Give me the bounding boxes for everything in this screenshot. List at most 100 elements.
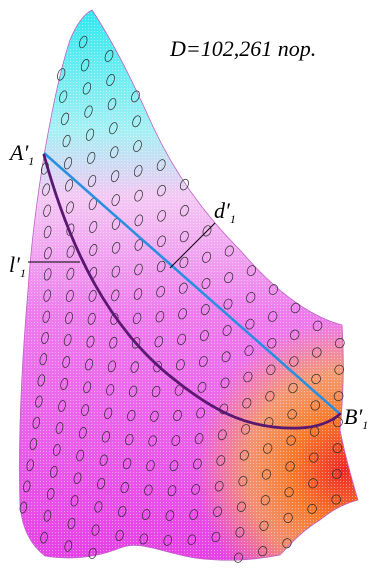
surface-ellipse (134, 214, 144, 227)
surface-ellipse (109, 122, 118, 135)
surface-ellipse (41, 331, 49, 345)
surface-ellipse (63, 157, 73, 170)
surface-ellipse (179, 230, 189, 243)
surface-ellipse (60, 112, 70, 126)
surface-ellipse (86, 335, 95, 348)
surface-ellipse (261, 469, 272, 480)
surface-ellipse (244, 345, 254, 356)
surface-outline (19, 9, 359, 561)
surface-ellipse (85, 128, 95, 141)
surface-ellipse (128, 385, 138, 397)
surface-ellipse (39, 353, 48, 366)
surface-ellipse (131, 90, 140, 103)
surface-ellipse (104, 407, 113, 420)
surface-ellipse (263, 443, 273, 454)
surface-ellipse (156, 260, 166, 273)
surface-ellipse (87, 151, 96, 164)
surface-ellipse (139, 533, 148, 545)
surface-ellipse (224, 245, 234, 257)
surface-ellipse (163, 535, 172, 546)
surface-ellipse (171, 435, 181, 447)
surface-ellipse (120, 482, 129, 494)
surface-ellipse (58, 400, 66, 412)
surface-ellipse (178, 308, 187, 320)
surface-ellipse (82, 82, 92, 95)
surface-ellipses (19, 35, 345, 563)
surface-ellipse (122, 457, 132, 470)
surface-ellipse (65, 179, 74, 192)
surface-ellipse (332, 469, 342, 479)
surface-ellipse (127, 409, 136, 422)
label-B1-sub: 1 (362, 418, 368, 432)
surface-ellipse (81, 404, 90, 416)
surface-ellipse (42, 183, 50, 196)
surface-ellipse (197, 381, 207, 393)
surface-ellipse (202, 225, 212, 237)
surface-ellipse (156, 159, 166, 171)
surface-ellipse (65, 201, 74, 214)
surface-ellipse (220, 377, 230, 389)
surface-ellipse (63, 334, 72, 346)
surface-ellipse (111, 241, 121, 254)
surface-ellipse (284, 487, 294, 498)
surface-ellipse (67, 517, 76, 530)
surface-ellipse (50, 466, 58, 478)
surface-ellipse (187, 534, 197, 546)
surface-ellipse (43, 204, 51, 217)
surface-ellipse (73, 472, 82, 484)
surface-ellipse (243, 371, 253, 383)
surface-ellipse (150, 410, 159, 422)
surface-ellipse (55, 422, 64, 434)
surface-ellipse (65, 311, 73, 325)
surface-ellipse (267, 337, 277, 349)
surface-ellipse (42, 310, 51, 323)
label-l1-sub: 1 (20, 266, 26, 280)
surface-ellipse (84, 105, 93, 118)
surface-ellipse (245, 318, 255, 330)
surface-ellipse (85, 358, 93, 371)
surface-ellipse (287, 409, 297, 420)
surface-ellipse (91, 524, 100, 536)
label-A1-main: A (8, 140, 24, 165)
surface-ellipse (156, 286, 165, 298)
annotation-D: D=102,261 пор. (169, 36, 316, 61)
surface-ellipse (131, 337, 141, 349)
surface-ellipse (242, 397, 252, 409)
surface-ellipse (29, 438, 38, 450)
surface-ellipse (134, 189, 143, 202)
surface-ellipse (60, 378, 69, 390)
surface-ellipse (282, 538, 292, 549)
surface-ellipse (43, 225, 52, 239)
surface-ellipse (233, 552, 243, 563)
surface-ellipse (125, 433, 134, 446)
surface-ellipse (133, 140, 142, 152)
label-l1-main: l (9, 252, 15, 277)
label-d1-main: d (214, 198, 226, 223)
surface-ellipse (217, 429, 227, 441)
surface-ellipse (239, 450, 249, 461)
chord-line-d1 (43, 152, 341, 415)
surface-ellipse (64, 540, 73, 552)
surface-ellipse (106, 384, 115, 396)
surface-ellipse (290, 302, 301, 314)
surface-ellipse (198, 356, 208, 367)
label-B1-main: B (344, 404, 357, 429)
surface-ellipse (134, 263, 143, 276)
surface-ellipse (26, 459, 34, 472)
label-A1: A′1 (8, 140, 34, 168)
surface-ellipse (110, 170, 120, 183)
surface-ellipse (43, 289, 51, 302)
surface-ellipse (88, 547, 97, 559)
label-A1-prime: ′ (23, 140, 29, 165)
surface-ellipse (191, 484, 200, 495)
surface-ellipse (202, 251, 212, 263)
label-d1-sub: 1 (230, 212, 236, 226)
surface-ellipse (178, 282, 188, 294)
surface-ellipse (40, 531, 48, 544)
surface-ellipse (309, 452, 319, 463)
surface-ellipse (66, 245, 75, 258)
label-l1-prime: ′ (15, 252, 21, 277)
surface-ellipse (219, 403, 229, 415)
surface-ellipse (62, 356, 71, 368)
